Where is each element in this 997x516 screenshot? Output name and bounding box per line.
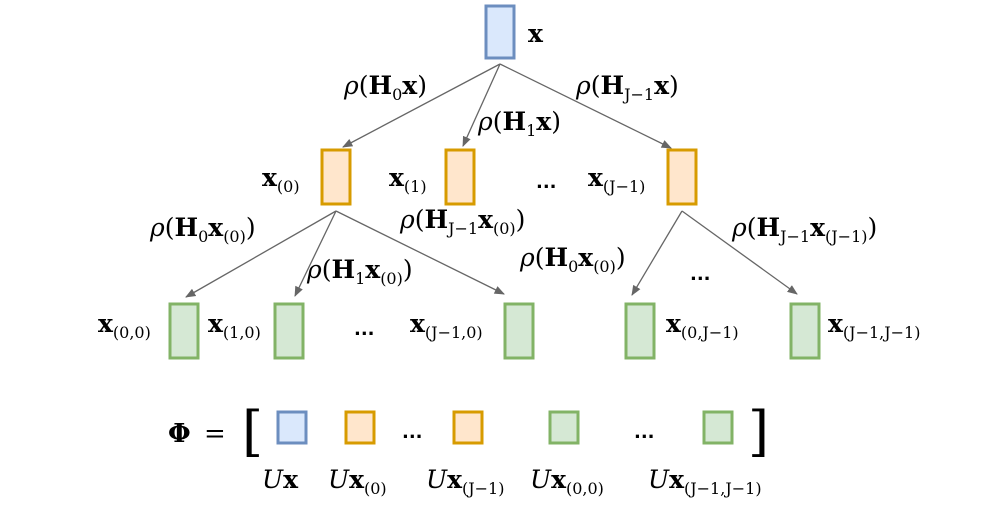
node-xJ1 <box>666 148 698 206</box>
phi-label-xJ1J1: Ux(J−1,J−1) <box>648 465 762 498</box>
phi-cell-x00 <box>548 410 580 445</box>
label-x0: x(0) <box>262 163 300 196</box>
edge-x0-to-x00 <box>185 210 337 298</box>
ellipses: ... ... ... ... ... <box>354 172 711 443</box>
edge-label-1: ρ(H1x) <box>477 107 561 140</box>
label-xJ1J1: x(J−1,J−1) <box>828 309 920 342</box>
ellipsis-level1: ... <box>536 172 557 193</box>
phi-label-x00: Ux(0,0) <box>530 465 604 498</box>
phi-cell-x0 <box>344 410 376 445</box>
left-bracket: [ <box>242 400 263 463</box>
edge-root-to-x1 <box>462 63 501 147</box>
edge-label-2: ρ(HJ−1x) <box>575 71 679 104</box>
root-node <box>484 4 516 60</box>
ellipsis-level2-left: ... <box>354 319 375 340</box>
node-x10 <box>273 302 305 360</box>
phi-cell-root <box>276 410 308 445</box>
node-xJ10 <box>503 302 535 360</box>
edge-x0-to-xJ10 <box>335 210 505 295</box>
phi-label-root: Ux <box>262 465 299 494</box>
edge-label-6: ρ(H0x(0)) <box>519 243 626 276</box>
label-x00: x(0,0) <box>98 309 151 342</box>
node-x00 <box>168 302 200 360</box>
tree-nodes <box>168 4 821 360</box>
equals-sign: = <box>204 419 226 449</box>
node-labels: x x(0) x(1) x(J−1) x(0,0) x(1,0) x(J−1,0… <box>98 19 920 342</box>
edge-labels: ρ(H0x) ρ(H1x) ρ(HJ−1x) ρ(H0x(0)) ρ(H1x(0… <box>149 71 877 288</box>
feature-vector: Φ = [ ] Ux Ux(0) Ux(J−1) Ux(0,0) Ux(J−1,… <box>168 400 769 498</box>
edge-label-3: ρ(H0x(0)) <box>149 213 256 246</box>
label-x0J1: x(0,J−1) <box>666 309 739 342</box>
right-bracket: ] <box>748 400 769 463</box>
edge-x0-to-x10 <box>294 210 337 297</box>
edge-root-to-x0 <box>342 63 501 148</box>
label-x10: x(1,0) <box>208 309 261 342</box>
node-x1 <box>444 148 476 206</box>
node-x0J1 <box>624 302 656 360</box>
tree-edges <box>185 63 798 298</box>
phi-label-xJ1: Ux(J−1) <box>426 465 504 498</box>
label-x1: x(1) <box>389 163 427 196</box>
edge-label-0: ρ(H0x) <box>343 71 427 104</box>
root-label: x <box>528 19 544 48</box>
phi-symbol: Φ <box>168 419 191 449</box>
ellipsis-phi-2: ... <box>634 422 655 443</box>
edge-label-4: ρ(H1x(0)) <box>306 255 413 288</box>
edge-xJ1-to-x0J1 <box>631 210 683 296</box>
label-xJ10: x(J−1,0) <box>410 309 483 342</box>
edge-root-to-xJ1 <box>499 63 672 149</box>
ellipsis-level2-middle: ... <box>690 264 711 285</box>
phi-label-x0: Ux(0) <box>328 465 387 498</box>
edge-label-5: ρ(HJ−1x(0)) <box>399 205 525 238</box>
label-xJ1: x(J−1) <box>588 163 645 196</box>
node-xJ1J1 <box>789 302 821 360</box>
ellipsis-phi-1: ... <box>402 422 423 443</box>
edge-xJ1-to-xJ1J1 <box>681 210 798 295</box>
edge-label-7: ρ(HJ−1x(J−1)) <box>731 213 877 246</box>
phi-cell-xJ1 <box>452 410 484 445</box>
node-x0 <box>320 148 352 206</box>
phi-cell-xJ1J1 <box>702 410 734 445</box>
